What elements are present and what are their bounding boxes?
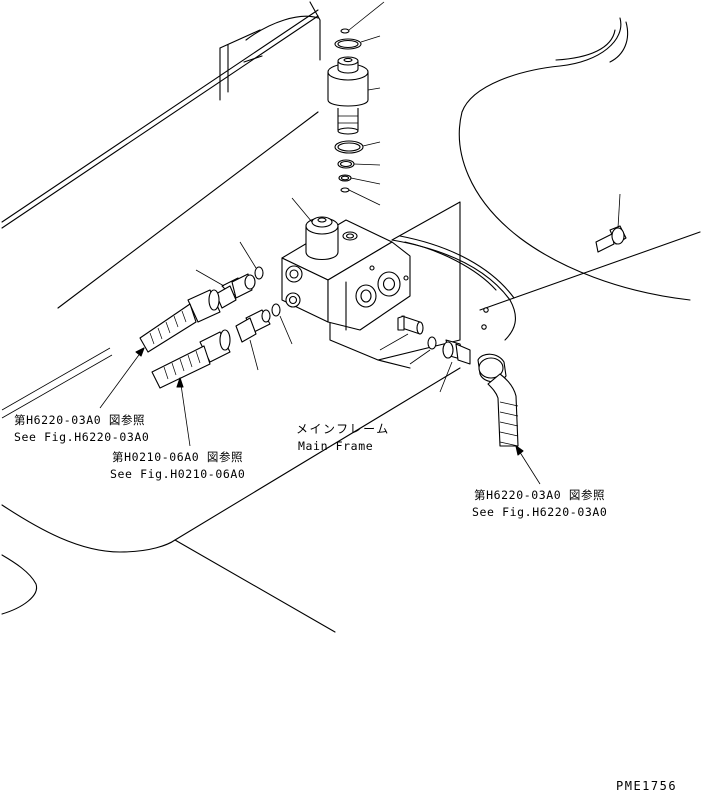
fitting-lower: [235, 309, 271, 343]
ref3-en-label: See Fig.H6220-03A0: [472, 505, 607, 519]
ref1-jp-label: 第H6220-03A0 図参照: [14, 413, 145, 427]
right-fittings: [379, 193, 627, 447]
main-frame-jp-label: メインフレーム: [296, 422, 390, 436]
reference-arrows: [99, 347, 541, 485]
ref1-en-label: See Fig.H6220-03A0: [14, 430, 149, 444]
o-ring-right: [427, 336, 437, 350]
solenoid-coil: [327, 56, 369, 135]
ref2-en-label: See Fig.H0210-06A0: [110, 467, 245, 481]
ref2-jp-label: 第H0210-06A0 図参照: [112, 450, 243, 464]
valve-block: [281, 197, 411, 331]
main-frame-en-label: Main Frame: [298, 439, 373, 453]
solenoid-stack: [327, 1, 385, 206]
hose-lower: [151, 329, 231, 389]
labels: 第H6220-03A0 図参照 See Fig.H6220-03A0 第H021…: [14, 413, 677, 793]
o-ring-left-lower: [271, 303, 281, 317]
main-frame-outline: [1, 1, 701, 633]
small-ring-top: [340, 28, 350, 34]
nipple: [397, 315, 424, 335]
ref3-jp-label: 第H6220-03A0 図参照: [474, 488, 605, 502]
left-fittings: [139, 241, 293, 389]
fitting-upper: [215, 273, 256, 309]
bolt: [595, 225, 627, 253]
o-ring-left-upper: [254, 266, 264, 280]
drawing-code: PME1756: [616, 779, 677, 793]
hose-upper: [139, 289, 221, 353]
hose-right: [477, 353, 519, 447]
o-ring-4: [340, 187, 350, 193]
fitting-right: [442, 339, 471, 365]
